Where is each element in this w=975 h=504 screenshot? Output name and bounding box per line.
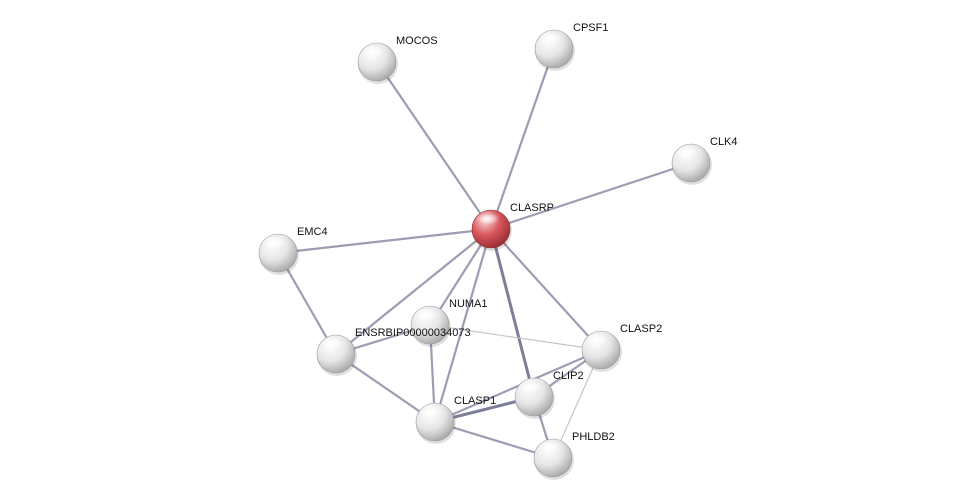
node-label-cpsf1: CPSF1 xyxy=(573,22,608,34)
node-label-emc4: EMC4 xyxy=(297,226,328,238)
node-highlight xyxy=(539,32,563,45)
node-clasp2[interactable]: CLASP2 xyxy=(581,323,662,372)
edge-clasrp-cpsf1 xyxy=(489,47,556,231)
edge-clasrp-clk4 xyxy=(489,161,693,231)
edge-clasrp-clasp2 xyxy=(489,227,603,352)
nodes-layer: CLASRP MOCOS CPSF1CLK4EMC4NUMA1ENSRBIP0000… xyxy=(258,22,738,480)
edge-clasp1-clasp2 xyxy=(433,348,603,424)
node-highlight xyxy=(519,380,543,393)
node-label-phldb2: PHLDB2 xyxy=(572,431,615,443)
node-emc4[interactable]: EMC4 xyxy=(258,226,328,275)
edge-numa1-clasp2 xyxy=(429,324,602,351)
edge-clasp2-phldb2 xyxy=(552,349,602,459)
node-clip2[interactable]: CLIP2 xyxy=(514,370,584,419)
node-label-mocos: MOCOS xyxy=(396,35,438,47)
node-ensrbip[interactable]: ENSRBIP00000034073 xyxy=(316,327,471,376)
node-label-clip2: CLIP2 xyxy=(553,370,584,382)
node-numa1[interactable]: NUMA1 xyxy=(410,298,488,347)
edge-clasrp-clip2 xyxy=(489,227,536,399)
node-phldb2[interactable]: PHLDB2 xyxy=(533,431,615,480)
node-label-numa1: NUMA1 xyxy=(449,298,488,310)
node-cpsf1[interactable]: CPSF1 xyxy=(534,22,608,71)
node-clasrp[interactable]: CLASRP xyxy=(471,202,554,251)
edge-clasrp-clasp1 xyxy=(433,227,493,424)
edge-ensrbip-clasp1 xyxy=(334,352,437,424)
node-clasp1[interactable]: CLASP1 xyxy=(415,395,496,444)
node-highlight xyxy=(586,333,610,346)
node-highlight xyxy=(538,441,562,454)
node-label-clasp1: CLASP1 xyxy=(454,395,496,407)
node-highlight xyxy=(476,212,500,225)
node-label-clasrp: CLASRP xyxy=(510,202,554,214)
edge-clasrp-emc4 xyxy=(276,227,493,255)
node-clk4[interactable]: CLK4 xyxy=(671,136,738,185)
edge-clasrp-ensrbip xyxy=(334,227,493,356)
edge-clasp1-phldb2 xyxy=(433,420,555,460)
edge-emc4-ensrbip xyxy=(276,251,338,356)
node-mocos[interactable]: MOCOS xyxy=(357,35,438,84)
node-label-ensrbip: ENSRBIP00000034073 xyxy=(355,327,471,339)
node-highlight xyxy=(362,45,386,58)
edge-clasrp-mocos xyxy=(375,60,493,231)
node-highlight xyxy=(415,308,439,321)
node-highlight xyxy=(420,405,444,418)
node-highlight xyxy=(676,146,700,159)
node-highlight xyxy=(263,236,287,249)
node-highlight xyxy=(321,337,345,350)
node-label-clk4: CLK4 xyxy=(710,136,738,148)
node-label-clasp2: CLASP2 xyxy=(620,323,662,335)
